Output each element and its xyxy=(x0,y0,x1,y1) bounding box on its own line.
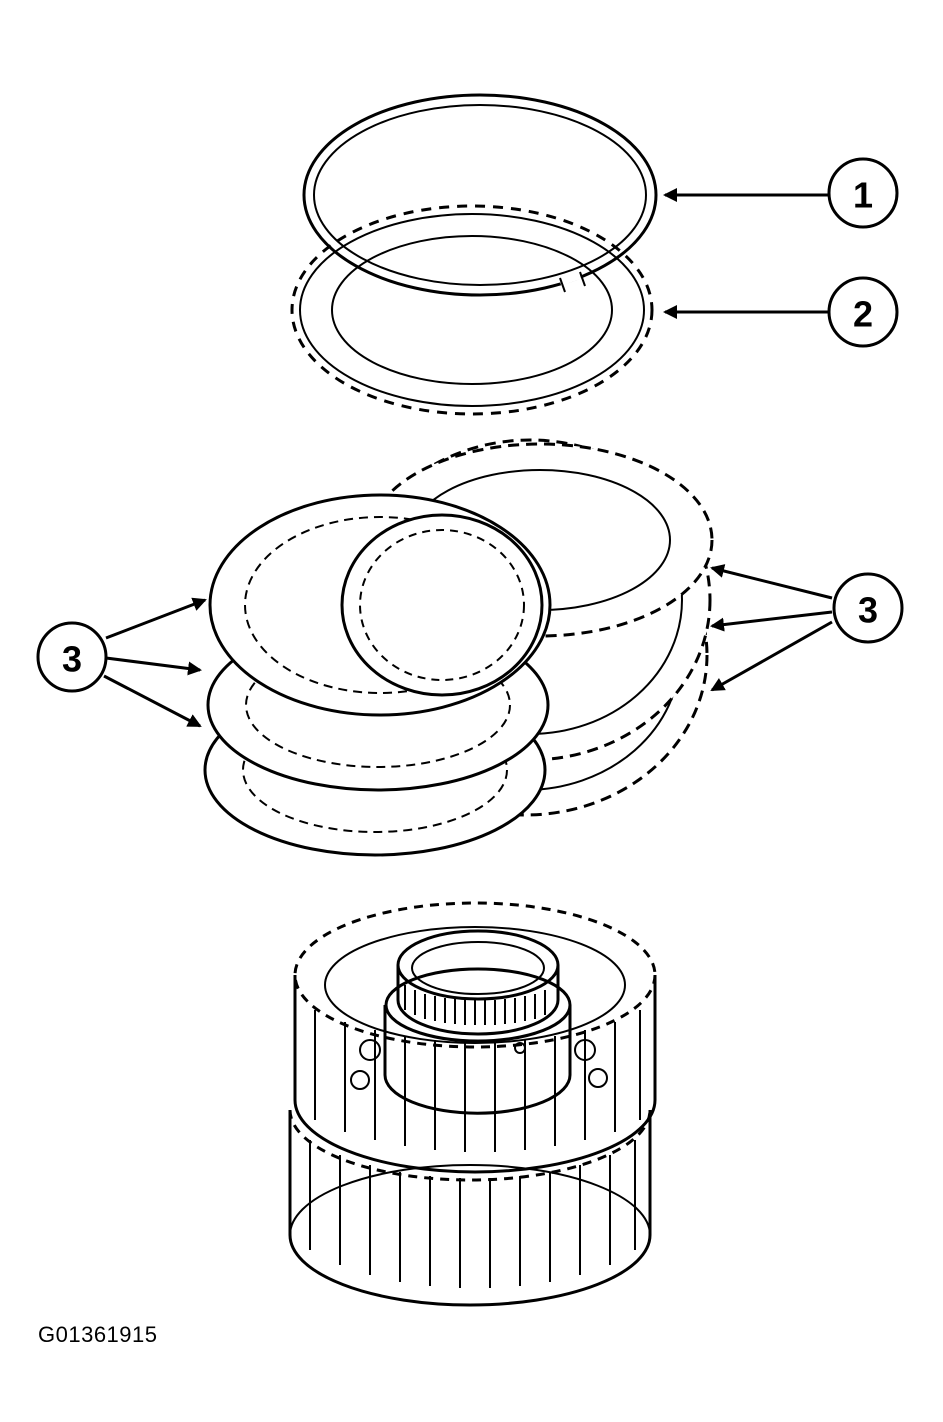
callout-1-label: 1 xyxy=(853,175,873,216)
callout-3-left: 3 xyxy=(36,621,108,693)
clutch-plates-left-stack xyxy=(203,493,552,857)
callout-2-label: 2 xyxy=(853,294,873,335)
callout-2: 2 xyxy=(827,276,899,348)
callout-1: 1 xyxy=(827,157,899,229)
snap-ring xyxy=(302,93,658,297)
callout-3-right: 3 xyxy=(832,572,904,644)
callout-3-right-label: 3 xyxy=(858,590,878,631)
callout-arrows xyxy=(103,188,833,728)
callout-3-left-label: 3 xyxy=(62,639,82,680)
figure-id: G01361915 xyxy=(38,1322,158,1347)
pressure-plate xyxy=(290,204,654,416)
clutch-drum-hub xyxy=(288,901,657,1307)
